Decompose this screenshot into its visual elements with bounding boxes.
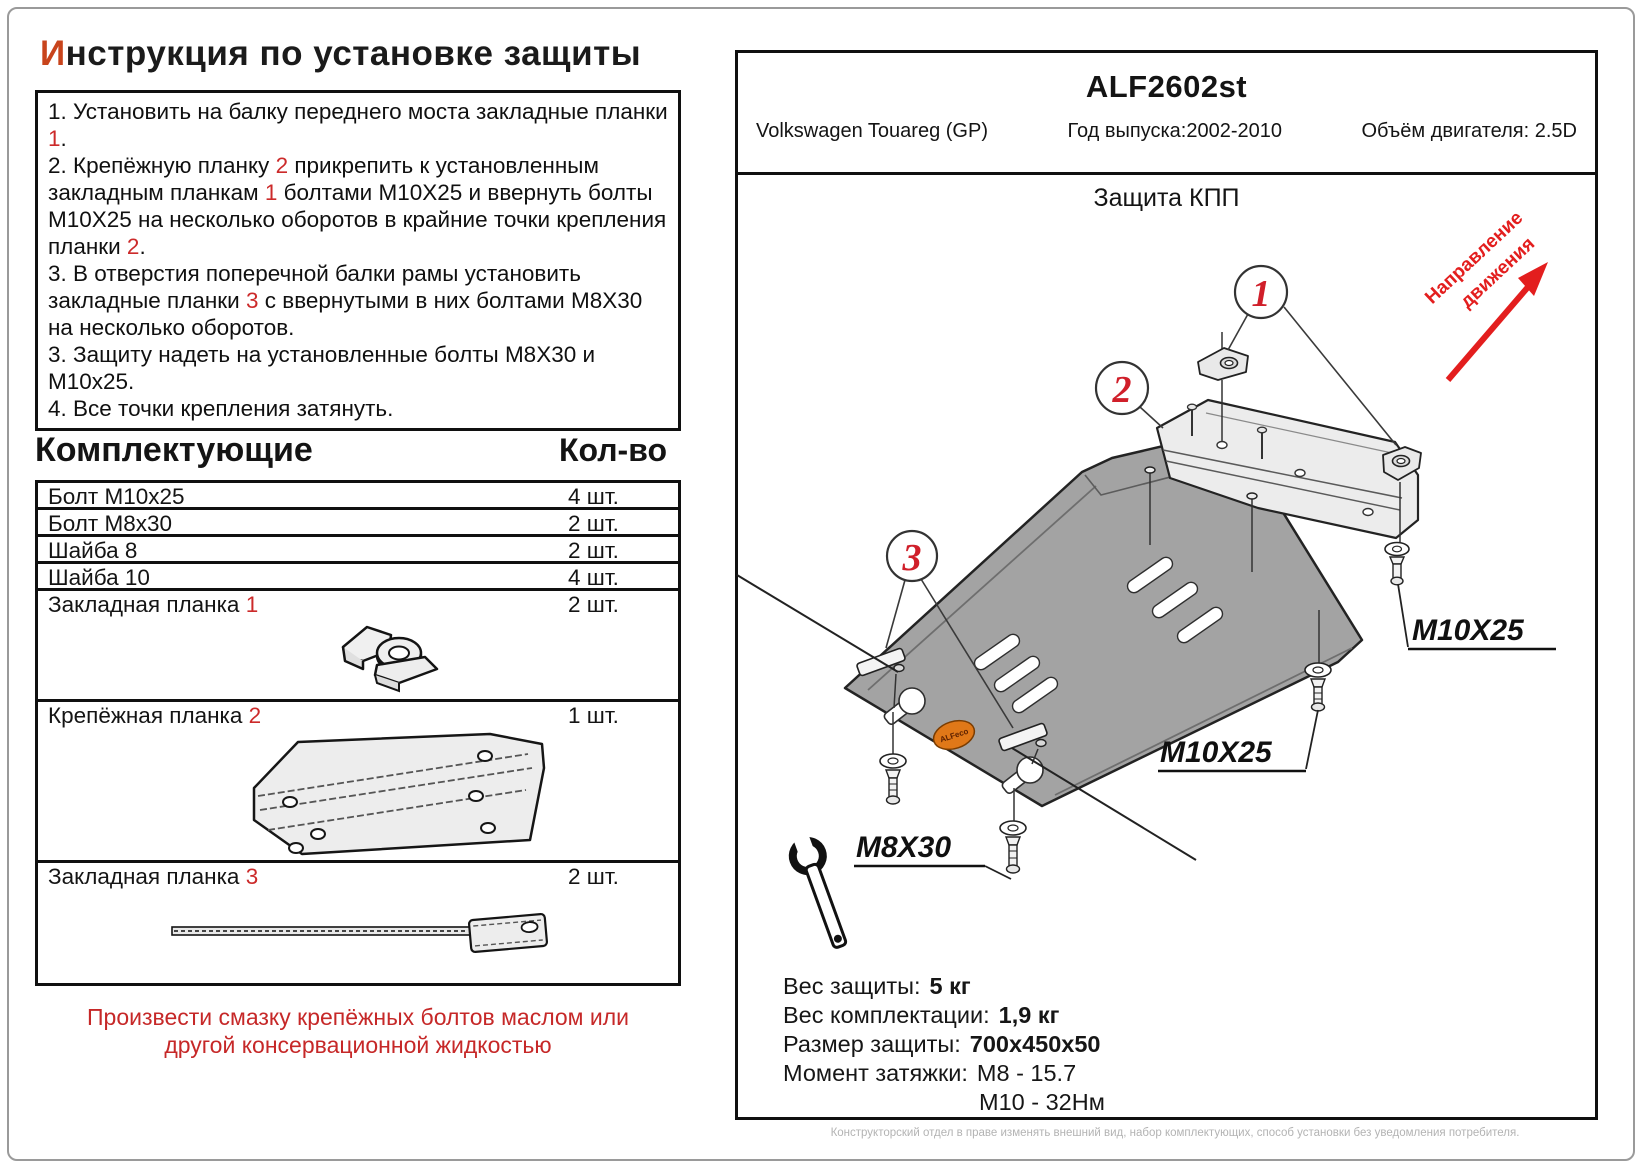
part-qty: 2 шт.: [568, 511, 619, 536]
part-qty: 2 шт.: [568, 538, 619, 563]
spec-torque-m8: Момент затяжки:М8 - 15.7: [783, 1060, 1077, 1086]
part-image-mount-strip-3: [171, 912, 549, 954]
vehicle-info-row: Volkswagen Touareg (GP) Год выпуска:2002…: [738, 120, 1595, 143]
table-row: Шайба 10 4 шт.: [38, 564, 678, 591]
part-qty: 4 шт.: [568, 484, 619, 509]
table-row: Болт М10х25 4 шт.: [38, 483, 678, 510]
grease-note-line-2: другой консервационной жидкостью: [164, 1032, 552, 1058]
diagram-title: Защита КПП: [1093, 184, 1240, 212]
components-header: Комплектующие Кол-во: [35, 431, 681, 470]
spec-size: Размер защиты:700х450х50: [783, 1031, 1101, 1057]
part-name: Шайба 8: [48, 538, 138, 563]
instruction-line-5: 4. Все точки крепления затянуть.: [48, 396, 394, 421]
engine-volume: Объём двигателя: 2.5D: [1361, 120, 1577, 142]
part-image-mount-strip-1: [341, 625, 439, 693]
table-row: Шайба 8 2 шт.: [38, 537, 678, 564]
part-name: Закладная планка 3: [48, 864, 259, 889]
grease-note-line-1: Произвести смазку крепёжных болтов масло…: [87, 1004, 629, 1030]
part-name: Болт М8х30: [48, 511, 173, 536]
instruction-line-4: 3. Защиту надеть на установленные болты …: [48, 342, 596, 394]
components-table: Болт М10х25 4 шт. Болт М8х30 2 шт. Шайба…: [35, 480, 681, 986]
table-row: Закладная планка 3 2 шт.: [38, 863, 678, 979]
part-name: Закладная планка 1: [48, 592, 259, 617]
part-name: Болт М10х25: [48, 484, 185, 509]
footer-note: Конструкторский отдел в праве изменять в…: [830, 1127, 1520, 1139]
table-row: Болт М8х30 2 шт.: [38, 510, 678, 537]
instruction-line-2: 2. Крепёжную планку 2 прикрепить к устан…: [48, 153, 667, 259]
part-name: Крепёжная планка 2: [48, 703, 262, 728]
part-qty: 2 шт.: [568, 864, 619, 889]
part-name: Шайба 10: [48, 565, 150, 590]
grease-note: Произвести смазку крепёжных болтов масло…: [35, 1003, 681, 1059]
instructions-box: 1. Установить на балку переднего моста з…: [35, 90, 681, 431]
instruction-line-3: 3. В отверстия поперечной балки рамы уст…: [48, 261, 643, 340]
part-code: ALF2602st: [1085, 69, 1248, 104]
title-accent-letter: И: [40, 34, 66, 73]
title-rest: нструкция по установке защиты: [65, 34, 642, 73]
spec-weight: Вес защиты:5 кг: [783, 973, 971, 999]
table-row: Крепёжная планка 2 1 шт.: [38, 702, 678, 863]
instruction-line-1: 1. Установить на балку переднего моста з…: [48, 99, 668, 151]
part-qty: 1 шт.: [568, 703, 619, 728]
vehicle-name: Volkswagen Touareg (GP): [756, 120, 988, 142]
production-years: Год выпуска:2002-2010: [1067, 120, 1282, 142]
page-title: Инструкция по установке защиты: [40, 34, 641, 74]
spec-list: Вес защиты:5 кг Вес комплектации:1,9 кг …: [783, 972, 1105, 1117]
spec-torque-m10: М10 - 32Нм: [979, 1089, 1105, 1115]
panel-divider: [738, 172, 1595, 175]
components-title: Комплектующие: [35, 431, 313, 469]
part-qty: 4 шт.: [568, 565, 619, 590]
spec-panel: ALF2602st Volkswagen Touareg (GP) Год вы…: [735, 50, 1598, 1120]
part-qty: 2 шт.: [568, 592, 619, 617]
table-row: Закладная планка 1 2 шт.: [38, 591, 678, 702]
spec-kit-weight: Вес комплектации:1,9 кг: [783, 1002, 1060, 1028]
part-image-fixing-plate-2: [252, 732, 546, 856]
quantity-title: Кол-во: [558, 432, 667, 468]
